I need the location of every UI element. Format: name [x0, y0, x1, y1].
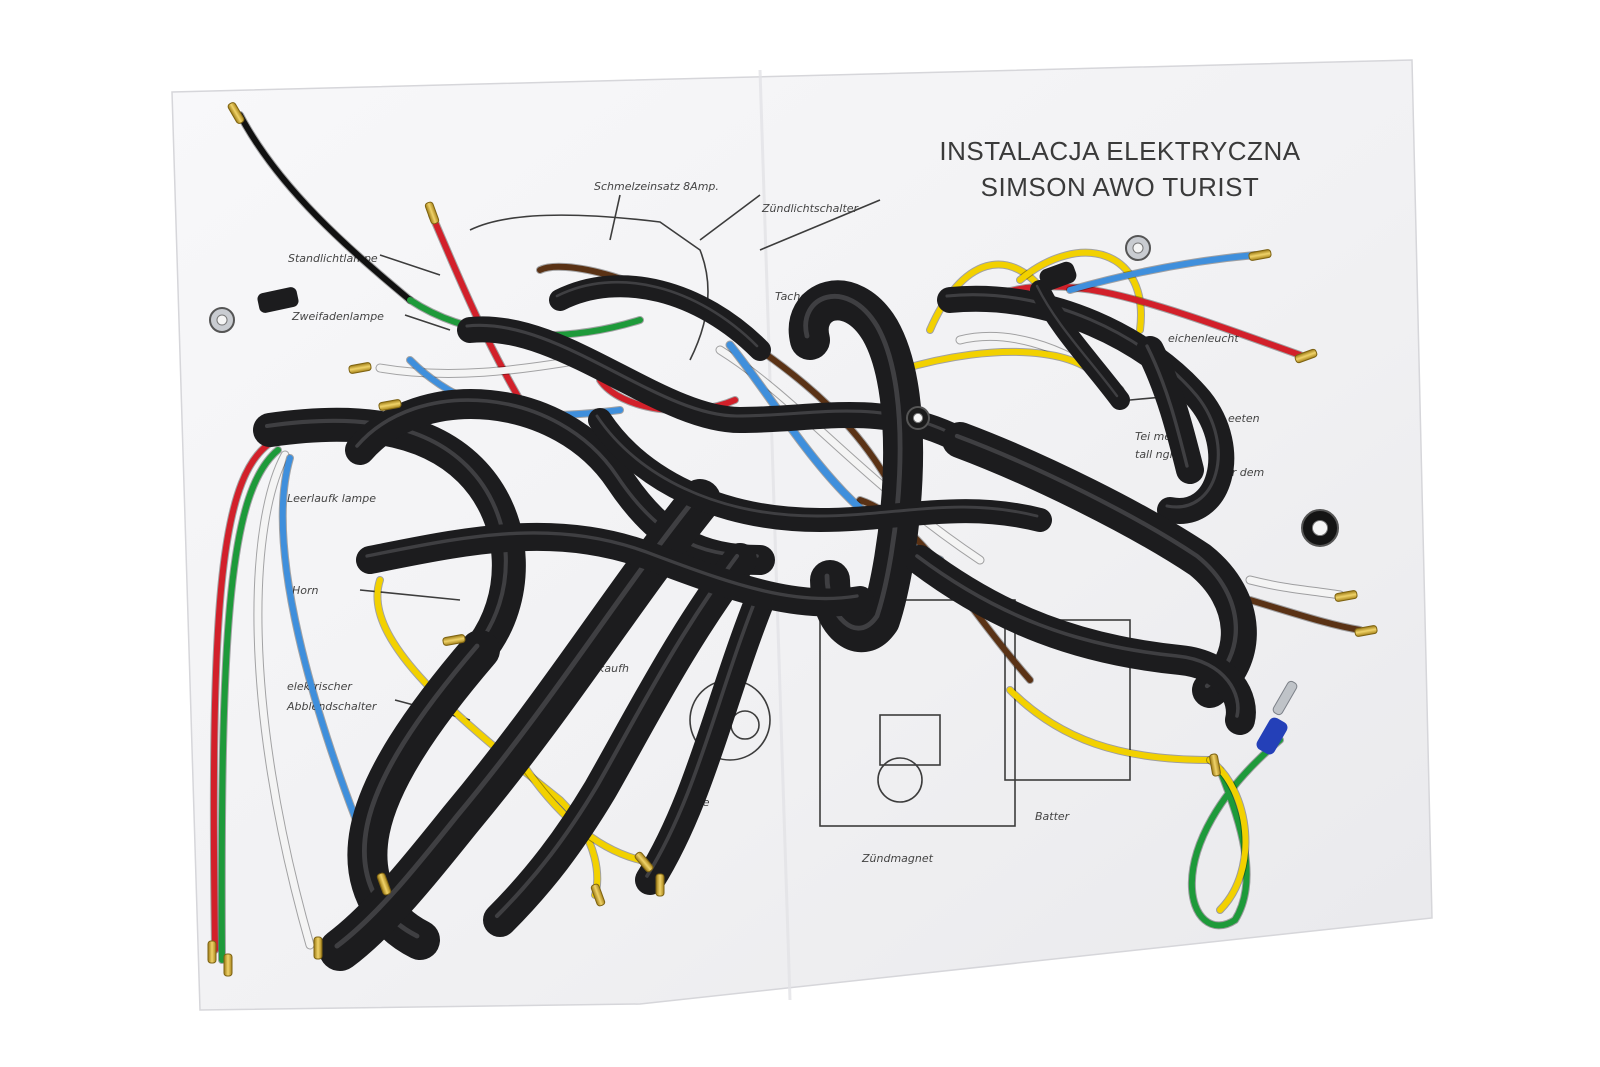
- cable-diag-second-highlight: [494, 553, 740, 919]
- pin-white-far-right: [1334, 590, 1358, 602]
- cable-right-low-highlight: [915, 554, 1240, 718]
- cable-left-loop-highlight: [264, 418, 508, 649]
- wire-red-left: [210, 437, 278, 953]
- ring-terminal-center-hole: [912, 412, 924, 424]
- label-battery: Batter: [1035, 810, 1071, 823]
- label-magneto: Zündmagnet: [861, 852, 934, 865]
- ring-terminal-left-hole: [216, 314, 228, 326]
- cable-middle-band-highlight: [365, 531, 859, 601]
- cable-diag-third-highlight: [645, 594, 759, 878]
- cable-diag-second: [483, 543, 757, 937]
- label-fuse: Schmelzeinsatz 8Amp.: [594, 180, 719, 193]
- wire-green-bottom-right: [1188, 737, 1283, 929]
- pin-red-left: [207, 940, 217, 964]
- wire-yellow-bottom-right: [1007, 687, 1213, 763]
- sleeve-black-left: [257, 287, 299, 313]
- pin-red-right: [1294, 348, 1318, 364]
- cable-top-short-highlight: [555, 280, 759, 348]
- pin-brown-far-right: [1354, 625, 1378, 637]
- pin-yellow-left: [590, 883, 606, 907]
- label-dimmer-switch-2: Abblendschalter: [286, 700, 378, 713]
- cable-diag-third: [635, 585, 775, 895]
- label-ignition-switch: Zündlichtschalter: [761, 202, 860, 215]
- wiring-harness: [207, 102, 1378, 977]
- label-twin-filament-lamp: Zweifadenlampe: [291, 310, 384, 323]
- pin-green-left: [223, 953, 233, 977]
- wire-white-left: [376, 356, 584, 377]
- cable-diag-main: [319, 479, 721, 971]
- wire-green-left: [218, 447, 281, 963]
- cable-top-short: [549, 275, 771, 361]
- cable-right-stub-highlight: [1035, 284, 1119, 398]
- cable-right-upper-highlight: [945, 293, 1220, 509]
- pin-blue-down: [376, 872, 392, 896]
- blue-insulated-terminal: [1256, 717, 1288, 755]
- wire-blue-right: [1067, 252, 1258, 293]
- pin-red-top: [424, 201, 440, 225]
- wire-brown-far-right: [1247, 597, 1363, 633]
- sheet-title-line-1: INSTALACJA ELEKTRYCZNA: [939, 136, 1300, 166]
- pin-white-left: [348, 362, 372, 374]
- label-neutral-lamp: Leerlaufk lampe: [287, 492, 376, 505]
- wire-red-top: [429, 212, 523, 403]
- ring-terminal-top-right-hole: [1132, 242, 1144, 254]
- wire-white-down: [254, 451, 314, 949]
- label-dimmer-switch-1: elektrischer: [287, 680, 353, 693]
- pin-white-down: [313, 936, 323, 960]
- label-note-2: Tei me-: [1135, 430, 1175, 443]
- label-note-1: eeten: [1228, 412, 1260, 425]
- sheet-title: INSTALACJA ELEKTRYCZNA SIMSON AWO TURIST: [939, 136, 1300, 202]
- cable-center-loop-highlight: [803, 294, 903, 631]
- pin-blue-right: [1248, 249, 1272, 261]
- cable-left-upper-highlight: [355, 398, 759, 558]
- wire-white-far-right: [1246, 576, 1344, 599]
- cable-right-main-highlight: [954, 433, 1238, 689]
- bullet-connector: [1272, 680, 1298, 716]
- sheet-title-line-2: SIMSON AWO TURIST: [981, 172, 1260, 202]
- ring-terminal-black-right-hole: [1311, 519, 1329, 537]
- cable-center-loop: [788, 280, 924, 652]
- pin-green-bottom: [655, 873, 665, 897]
- pin-yellow-bottom-right: [1209, 753, 1221, 777]
- pin-yellow-low: [634, 851, 654, 873]
- sleeve-black-right: [1039, 261, 1077, 291]
- pin-blue-left: [378, 399, 402, 411]
- label-horn: Horn: [292, 584, 319, 597]
- wire-yellow-tail: [1207, 757, 1249, 913]
- pin-small-left: [442, 634, 466, 646]
- cable-middle-upper-highlight: [595, 414, 1039, 518]
- wire-black-top: [237, 112, 413, 303]
- cable-middle-band: [356, 522, 874, 617]
- cable-right-boot-highlight: [1145, 344, 1189, 468]
- label-sign-light: eichenleucht: [1168, 332, 1239, 345]
- cable-diag-main-highlight: [334, 493, 700, 949]
- pin-black-top: [227, 102, 245, 124]
